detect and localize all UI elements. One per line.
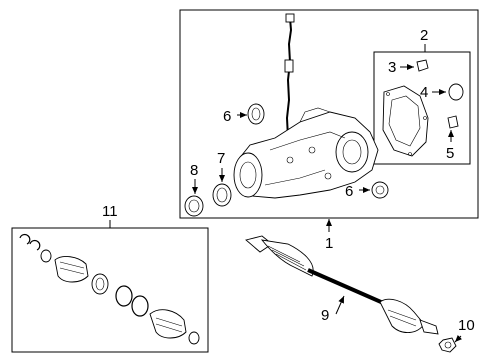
callout-2: 2 (420, 27, 428, 44)
callout-1: 1 (325, 235, 333, 252)
callout-9: 9 (321, 307, 329, 324)
bolt-five (447, 115, 459, 129)
fitting-three (416, 59, 429, 72)
leader-9 (335, 295, 345, 315)
callout-4: 4 (420, 84, 428, 101)
flange-eight (184, 195, 204, 217)
callout-6b: 6 (345, 183, 353, 200)
callout-7: 7 (217, 150, 225, 167)
vent-hose (284, 13, 295, 139)
axle-nut (438, 337, 457, 353)
callout-10: 10 (458, 317, 475, 334)
seal-lower (371, 181, 389, 199)
callout-6a: 6 (223, 108, 231, 125)
callout-11: 11 (102, 203, 118, 220)
differential-cover (382, 85, 429, 157)
seal-upper (247, 103, 265, 125)
callout-3: 3 (388, 59, 396, 76)
plug-four (448, 83, 464, 101)
boot-kit-parts (19, 234, 200, 345)
seal-seven (212, 183, 232, 207)
differential-housing (233, 107, 379, 199)
callout-8: 8 (190, 162, 198, 179)
leader-10 (454, 334, 463, 343)
cover-kit-frame (373, 51, 471, 165)
callout-5: 5 (446, 145, 454, 162)
differential-assembly-frame (179, 9, 479, 219)
axle-shaft (245, 235, 439, 335)
